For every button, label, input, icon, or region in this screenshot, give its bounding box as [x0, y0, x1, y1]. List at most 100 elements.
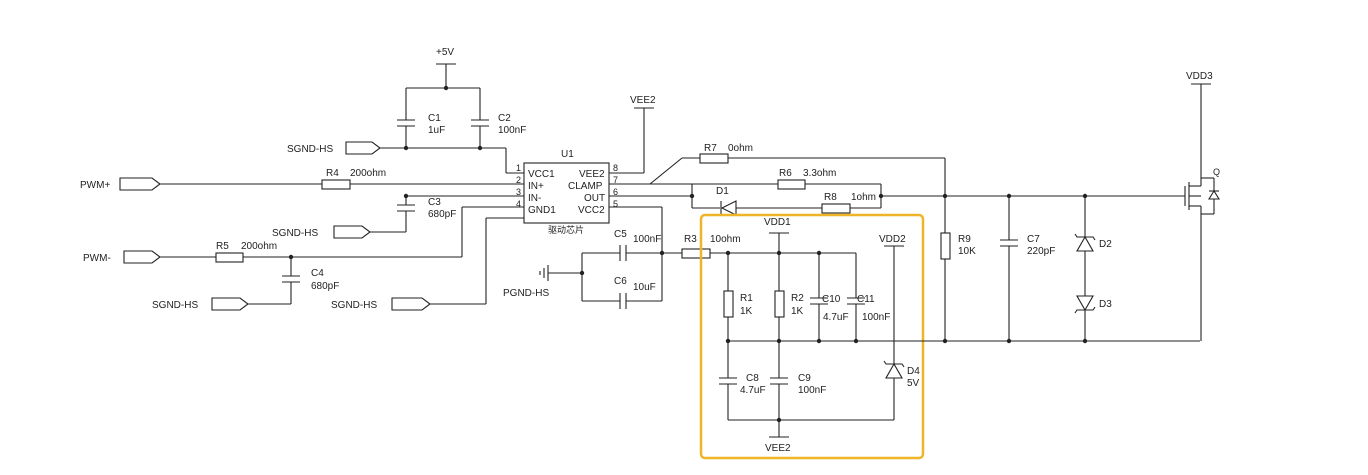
capacitor-c11: C11 100nF: [847, 253, 890, 341]
resistor-r8: R8 1ohm: [821, 192, 876, 214]
net-label-pgnd-hs: PGND-HS: [503, 288, 549, 299]
d3-ref: D3: [1099, 299, 1112, 310]
u1-pin-clamp: CLAMP: [568, 181, 603, 192]
r9-value: 10K: [958, 246, 976, 257]
u1-pinnum-2: 2: [516, 175, 521, 185]
c5-ref: C5: [614, 229, 627, 240]
c8-value: 4.7uF: [740, 385, 766, 396]
r7-value: 0ohm: [728, 143, 753, 154]
u1-pinnum-4: 4: [516, 199, 521, 209]
pgnd-hs-ground: PGND-HS: [503, 265, 582, 299]
resistor-r2: R2 1K: [774, 253, 804, 341]
c8-ref: C8: [746, 373, 759, 384]
u1-pin-in-plus: IN+: [528, 181, 544, 192]
resistor-r6: R6 3.3ohm: [777, 168, 836, 190]
resistor-r5: R5 200ohm: [215, 241, 277, 263]
capacitor-c7: C7 220pF: [1000, 196, 1055, 341]
resistor-r4: R4 200ohm: [321, 168, 386, 190]
r8-value: 1ohm: [851, 192, 876, 203]
mosfet-q: Q: [1184, 167, 1220, 215]
highlight-box: [699, 213, 925, 460]
port-label-sgnd-hs-2: SGND-HS: [272, 228, 318, 239]
r5-ref: R5: [216, 241, 229, 252]
u1-pinnum-5: 5: [613, 199, 618, 209]
u1-pinnum-3: 3: [516, 187, 521, 197]
c3-value: 680pF: [428, 209, 456, 220]
u1-pinnum-8: 8: [613, 163, 618, 173]
r2-value: 1K: [791, 306, 804, 317]
capacitor-c10: C10 4.7uF: [810, 253, 849, 341]
r8-ref: R8: [824, 192, 837, 203]
resistor-r7: R7 0ohm: [699, 143, 753, 164]
u1-pin-in-minus: IN-: [528, 193, 541, 204]
capacitor-c8: C8 4.7uF: [719, 341, 766, 420]
port-sgnd-hs-4: SGND-HS: [331, 297, 431, 311]
r4-value: 200ohm: [350, 168, 386, 179]
resistor-r3: R3 10ohm: [681, 234, 741, 259]
u1-ref: U1: [561, 149, 574, 160]
net-label-vdd3: VDD3: [1186, 71, 1213, 82]
capacitor-c3: C3 680pF: [397, 196, 456, 232]
c7-ref: C7: [1027, 234, 1040, 245]
r5-value: 200ohm: [241, 241, 277, 252]
r7-ref: R7: [704, 143, 717, 154]
u1-pinnum-7: 7: [613, 175, 618, 185]
port-label-sgnd-hs-3: SGND-HS: [152, 300, 198, 311]
ic-u1: U1 驱动芯片 VCC1 IN+ IN- GND1 VEE2 CLAMP OUT…: [516, 149, 618, 235]
resistor-r1: R1 1K: [723, 253, 753, 341]
q-ref: Q: [1213, 167, 1220, 177]
net-label-vdd2: VDD2: [879, 234, 906, 245]
diode-d1: D1: [716, 186, 737, 216]
r1-ref: R1: [740, 293, 753, 304]
c7-value: 220pF: [1027, 246, 1055, 257]
capacitor-c2: C2 100nF: [471, 88, 526, 148]
r2-ref: R2: [791, 293, 804, 304]
c2-value: 100nF: [498, 125, 526, 136]
u1-pin-vcc1: VCC1: [528, 169, 555, 180]
resistor-r9: R9 10K: [940, 232, 976, 341]
c4-ref: C4: [311, 268, 324, 279]
d1-ref: D1: [716, 186, 729, 197]
u1-pin-gnd1: GND1: [528, 205, 556, 216]
r6-value: 3.3ohm: [803, 168, 836, 179]
r3-value: 10ohm: [710, 234, 741, 245]
c2-ref: C2: [498, 113, 511, 124]
c10-ref: C10: [822, 294, 841, 305]
c3-ref: C3: [428, 197, 441, 208]
port-label-sgnd-hs-4: SGND-HS: [331, 300, 377, 311]
zener-d3: D3: [1074, 295, 1112, 314]
r1-value: 1K: [740, 306, 753, 317]
u1-pinnum-1: 1: [516, 163, 521, 173]
c1-ref: C1: [428, 113, 441, 124]
d2-ref: D2: [1099, 239, 1112, 250]
u1-caption: 驱动芯片: [548, 224, 584, 235]
u1-pin-vee2: VEE2: [579, 169, 605, 180]
zener-d2: D2: [1074, 233, 1112, 252]
port-pwm-plus: PWM+: [80, 177, 161, 191]
r9-ref: R9: [958, 234, 971, 245]
u1-pin-vcc2: VCC2: [578, 205, 605, 216]
c1-value: 1uF: [428, 125, 445, 136]
capacitor-c6: C6 10uF: [614, 276, 656, 309]
net-label-vee2-top: VEE2: [630, 95, 656, 106]
d4-value: 5V: [907, 378, 920, 389]
port-sgnd-hs-3: SGND-HS: [152, 297, 249, 311]
port-pwm-minus: PWM-: [83, 250, 161, 264]
port-label-pwm-minus: PWM-: [83, 253, 111, 264]
d4-ref: D4: [907, 366, 920, 377]
port-sgnd-hs-2: SGND-HS: [272, 225, 371, 239]
port-sgnd-hs-1: SGND-HS: [287, 141, 381, 155]
capacitor-c1: C1 1uF: [397, 88, 445, 148]
c4-value: 680pF: [311, 281, 339, 292]
port-label-sgnd-hs-1: SGND-HS: [287, 144, 333, 155]
r3-ref: R3: [684, 234, 697, 245]
c11-ref: C11: [857, 294, 875, 305]
c11-value: 100nF: [862, 312, 890, 323]
c5-value: 100nF: [633, 234, 661, 245]
capacitor-c9: C9 100nF: [770, 341, 826, 420]
net-label-vee2-bottom: VEE2: [765, 443, 791, 454]
supply-5v: +5V: [436, 47, 456, 88]
c6-ref: C6: [614, 276, 627, 287]
net-label-plus5v: +5V: [436, 47, 454, 58]
